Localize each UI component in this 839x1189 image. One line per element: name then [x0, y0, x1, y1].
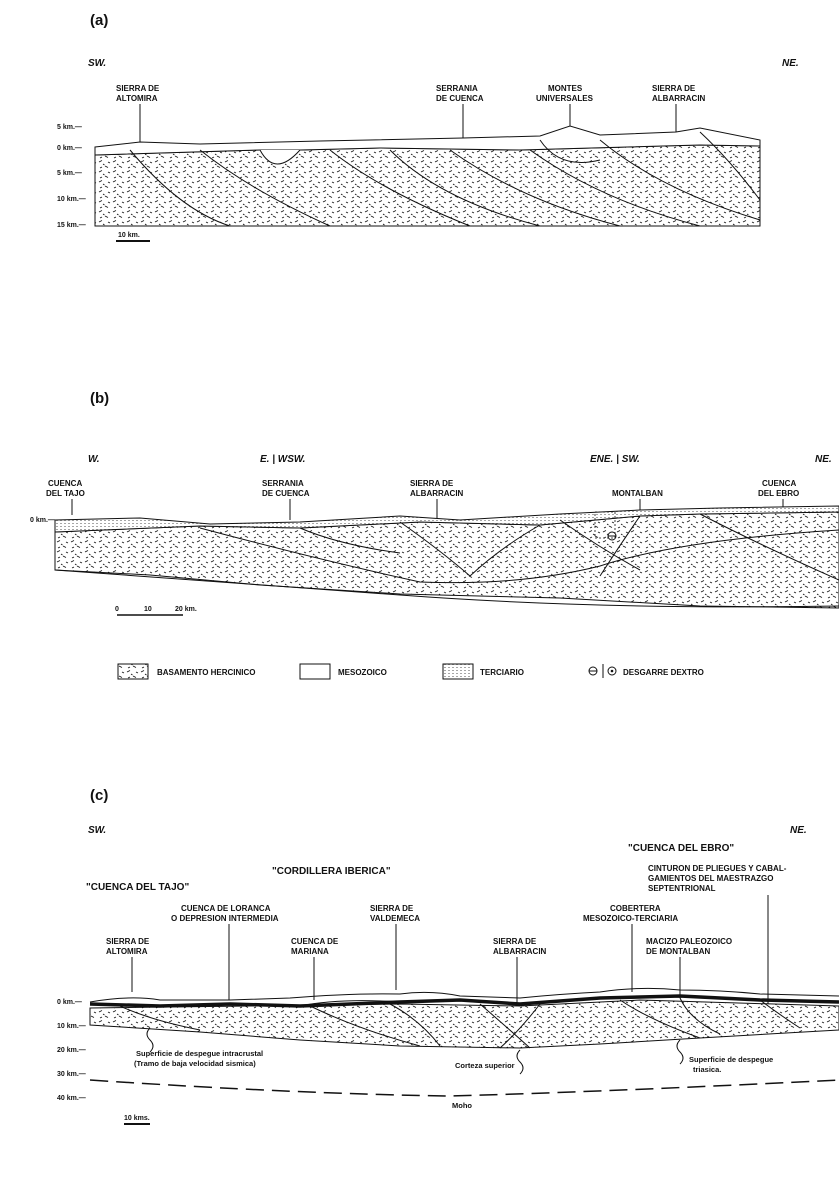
- panel-c-loranca-2: O DEPRESION INTERMEDIA: [171, 914, 279, 923]
- panel-a-label: (a): [90, 12, 108, 29]
- panel-c-valdemeca-2: VALDEMECA: [370, 914, 420, 923]
- panel-a-depth-5up: 5 km.—: [57, 124, 82, 131]
- panel-a-altomira-1: SIERRA DE: [116, 84, 160, 93]
- panel-c-depth-20: 20 km.—: [57, 1047, 86, 1054]
- panel-c-depth-0: 0 km.—: [57, 999, 82, 1006]
- panel-b: (b) W. E. | WSW. ENE. | SW. NE. CUENCA D…: [30, 390, 839, 616]
- panel-c-albarracin-1: SIERRA DE: [493, 937, 537, 946]
- panel-c-cinturon-3: SEPTENTRIONAL: [648, 884, 716, 893]
- panel-a-depth-5: 5 km.—: [57, 170, 82, 177]
- panel-c-cinturon-2: GAMIENTOS DEL MAESTRAZGO: [648, 874, 774, 883]
- panel-c-depth-10: 10 km.—: [57, 1023, 86, 1030]
- legend-mesozoico-swatch: [299, 663, 331, 680]
- panel-c-cordillera: "CORDILLERA IBERICA": [272, 866, 391, 877]
- legend-terciario: TERCIARIO: [480, 668, 524, 677]
- panel-c-macizo-1: MACIZO PALEOZOICO: [646, 937, 732, 946]
- panel-c-mariana-1: CUENCA DE: [291, 937, 339, 946]
- legend: BASAMENTO HERCINICO MESOZOICO TERCIARIO …: [117, 663, 704, 680]
- panel-b-label: (b): [90, 390, 109, 407]
- legend-basamento-swatch: [117, 663, 149, 680]
- panel-a: (a) SW. NE. SIERRA DE ALTOMIRA SERRANIA …: [57, 12, 799, 242]
- panel-c-despegue-trias-1: Superficie de despegue: [689, 1055, 773, 1064]
- moho-line: [89, 1079, 839, 1097]
- panel-a-depth-15: 15 km.—: [57, 222, 86, 229]
- panel-b-cuenca-2: DE CUENCA: [262, 489, 310, 498]
- panel-a-montes-2: UNIVERSALES: [536, 94, 594, 103]
- panel-b-scale-20: 20 km.: [175, 606, 197, 613]
- panel-b-dir-w: W.: [88, 454, 99, 465]
- panel-a-albarracin-2: ALBARRACIN: [652, 94, 706, 103]
- panel-a-scale-label: 10 km.: [118, 232, 140, 239]
- panel-a-albarracin-1: SIERRA DE: [652, 84, 696, 93]
- panel-c-label: (c): [90, 787, 108, 804]
- panel-b-ebro-1: CUENCA: [762, 479, 796, 488]
- panel-c-scale-label: 10 kms.: [124, 1115, 150, 1122]
- panel-c-moho: Moho: [452, 1101, 472, 1110]
- legend-mesozoico: MESOZOICO: [338, 668, 387, 677]
- panel-c-corteza: Corteza superior: [455, 1061, 515, 1070]
- panel-b-tajo-1: CUENCA: [48, 479, 82, 488]
- panel-c-mariana-2: MARIANA: [291, 947, 329, 956]
- panel-b-dir-ene-sw: ENE. | SW.: [590, 454, 640, 465]
- panel-c-dir-right: NE.: [790, 825, 807, 836]
- panel-c-loranca-1: CUENCA DE LORANCA: [181, 904, 271, 913]
- panel-c-valdemeca-1: SIERRA DE: [370, 904, 414, 913]
- panel-b-montalban: MONTALBAN: [612, 489, 663, 498]
- panel-a-cuenca-1: SERRANIA: [436, 84, 478, 93]
- panel-a-dir-left: SW.: [88, 58, 106, 69]
- panel-c-despegue-intra-1: Superficie de despegue intracrustal: [136, 1049, 263, 1058]
- panel-c-albarracin-2: ALBARRACIN: [493, 947, 547, 956]
- panel-b-albarracin-1: SIERRA DE: [410, 479, 454, 488]
- panel-b-ebro-2: DEL EBRO: [758, 489, 799, 498]
- panel-a-cuenca-2: DE CUENCA: [436, 94, 484, 103]
- panel-c-ebro: "CUENCA DEL EBRO": [628, 843, 734, 854]
- legend-desgarre: DESGARRE DEXTRO: [623, 668, 704, 677]
- panel-a-dir-right: NE.: [782, 58, 799, 69]
- panel-b-scale-10: 10: [144, 606, 152, 613]
- panel-b-tajo-2: DEL TAJO: [46, 489, 85, 498]
- panel-c-despegue-trias-2: triasica.: [693, 1065, 721, 1074]
- panel-a-depth-10: 10 km.—: [57, 196, 86, 203]
- panel-c: (c) SW. NE. "CUENCA DEL EBRO" "CORDILLER…: [57, 787, 839, 1125]
- panel-b-scale-0: 0: [115, 606, 119, 613]
- legend-basamento: BASAMENTO HERCINICO: [157, 668, 256, 677]
- legend-terciario-swatch: [442, 663, 474, 680]
- panel-b-dir-ne: NE.: [815, 454, 832, 465]
- panel-a-montes-1: MONTES: [548, 84, 583, 93]
- panel-c-depth-40: 40 km.—: [57, 1095, 86, 1102]
- panel-c-tajo: "CUENCA DEL TAJO": [86, 882, 189, 893]
- panel-c-cinturon-1: CINTURON DE PLIEGUES Y CABAL-: [648, 864, 787, 873]
- panel-c-altomira-1: SIERRA DE: [106, 937, 150, 946]
- panel-b-albarracin-2: ALBARRACIN: [410, 489, 464, 498]
- panel-c-dir-left: SW.: [88, 825, 106, 836]
- panel-c-despegue-intra-2: (Tramo de baja velocidad sismica): [134, 1059, 256, 1068]
- panel-c-macizo-2: DE MONTALBAN: [646, 947, 711, 956]
- panel-c-depth-30: 30 km.—: [57, 1071, 86, 1078]
- panel-a-altomira-2: ALTOMIRA: [116, 94, 158, 103]
- panel-b-cuenca-1: SERRANIA: [262, 479, 304, 488]
- panel-b-dir-e-wsw: E. | WSW.: [260, 454, 305, 465]
- panel-a-depth-0: 0 km.—: [57, 145, 82, 152]
- panel-b-depth-0: 0 km.—: [30, 517, 55, 524]
- panel-c-cobertera-2: MESOZOICO-TERCIARIA: [583, 914, 678, 923]
- panel-c-cobertera-1: COBERTERA: [610, 904, 661, 913]
- panel-c-altomira-2: ALTOMIRA: [106, 947, 148, 956]
